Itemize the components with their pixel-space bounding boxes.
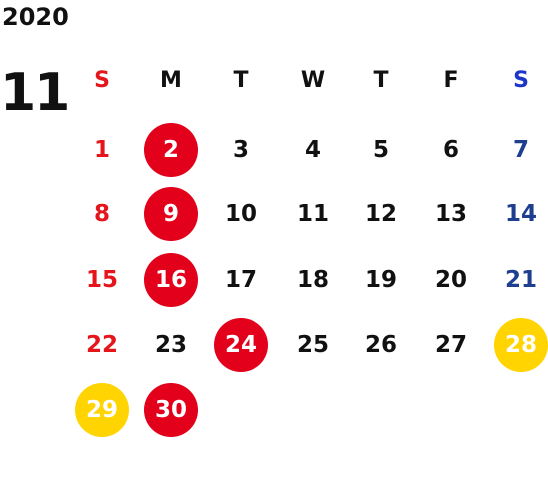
day-14: 14 [504,201,537,227]
day-6: 6 [442,137,459,163]
month-number: 11 [0,63,70,123]
day-11: 11 [296,201,329,227]
day-22: 22 [85,332,118,358]
day-15: 15 [85,267,118,293]
day-4: 4 [304,137,321,163]
day-21: 21 [504,267,537,293]
weekday-fri: F [443,67,459,93]
day-1: 1 [93,137,110,163]
day-13: 13 [434,201,467,227]
day-holiday-2: 2 [144,123,198,177]
weekday-tue: T [233,67,249,93]
day-27: 27 [434,332,467,358]
weekday-wed: W [300,67,326,93]
year-label: 2020 [2,3,69,31]
day-10: 10 [224,201,257,227]
day-20: 20 [434,267,467,293]
day-23: 23 [154,332,187,358]
weekday-thu: T [373,67,389,93]
day-highlight-29: 29 [75,383,129,437]
day-holiday-30: 30 [144,383,198,437]
day-7: 7 [512,137,529,163]
weekday-sun: S [94,67,110,93]
day-18: 18 [296,267,329,293]
day-26: 26 [364,332,397,358]
day-12: 12 [364,201,397,227]
day-holiday-24: 24 [214,318,268,372]
day-3: 3 [232,137,249,163]
day-holiday-16: 16 [144,253,198,307]
day-8: 8 [93,201,110,227]
day-highlight-28: 28 [494,318,548,372]
weekday-mon: M [160,67,182,93]
weekday-sat: S [513,67,529,93]
day-holiday-9: 9 [144,187,198,241]
day-25: 25 [296,332,329,358]
day-19: 19 [364,267,397,293]
day-17: 17 [224,267,257,293]
day-5: 5 [372,137,389,163]
